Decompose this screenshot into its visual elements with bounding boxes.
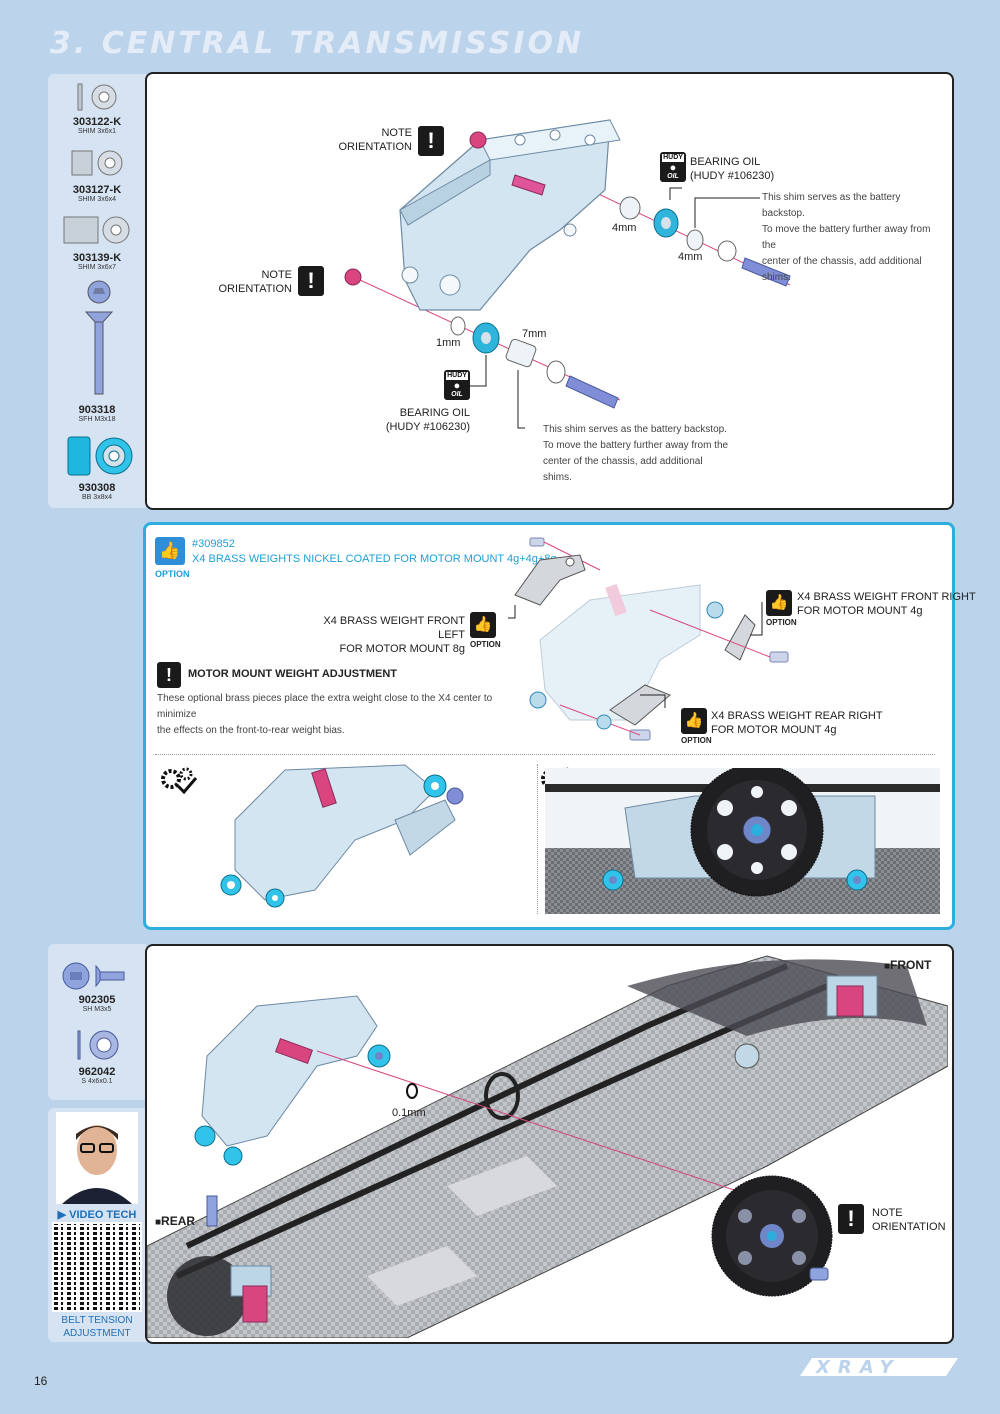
weight-front-right-label: X4 BRASS WEIGHT FRONT RIGHT FOR MOTOR MO…: [797, 591, 976, 617]
option-title: X4 BRASS WEIGHTS NICKEL COATED FOR MOTOR…: [192, 553, 557, 565]
spur-gear-assembled-image: [545, 768, 940, 914]
motor-mount-assembled-image: [205, 760, 505, 910]
warning-icon: !: [838, 1204, 864, 1234]
part-code: 303122-K: [72, 116, 122, 128]
part-desc: S 4x6x0.1: [81, 1078, 113, 1085]
note-orientation-top: NOTE ORIENTATION: [338, 127, 412, 153]
part-code: 962042: [78, 1066, 116, 1078]
option-tag: OPTION: [681, 736, 712, 745]
option-tag: OPTION: [155, 569, 190, 579]
shim-4x6x0.1-icon: [74, 1028, 124, 1062]
part-desc: SHIM 3x6x1: [77, 128, 117, 135]
shim-info-text-top: This shim serves as the battery backstop…: [762, 192, 931, 283]
front-arrow-icon: ■: [884, 961, 891, 972]
weight-adjustment-text: These optional brass pieces place the ex…: [157, 693, 493, 736]
part-code: 903318: [78, 404, 116, 416]
video-caption: BELT TENSION ADJUSTMENT: [61, 1315, 133, 1339]
part-desc: SH M3x5: [82, 1006, 112, 1013]
gear-check-icon: [160, 766, 198, 799]
part-code: 303127-K: [72, 184, 122, 196]
shim-3x6x4-icon: [70, 148, 128, 178]
part-code: 303139-K: [72, 252, 122, 264]
warning-icon: !: [298, 266, 324, 296]
hudy-oil-icon: HUDY ● OIL: [660, 152, 686, 182]
qr-code[interactable]: [52, 1222, 142, 1312]
motor-mount-exploded-diagram: [150, 80, 950, 500]
thumbs-up-icon: 👍: [681, 708, 707, 734]
option-tag: OPTION: [766, 618, 797, 627]
hudy-oil-icon: HUDY ● OIL: [444, 370, 470, 400]
part-code: 930308: [78, 482, 116, 494]
rear-label: ■REAR: [155, 1214, 196, 1228]
assembly-step-panel: [145, 72, 954, 510]
part-desc: BB 3x8x4: [82, 494, 112, 501]
warning-icon: !: [157, 662, 181, 688]
part-desc: SFH M3x18: [78, 416, 116, 423]
screw-sh-m3x5-icon: [60, 960, 130, 992]
part-desc: SHIM 3x6x4: [77, 196, 117, 203]
shim-3x6x1-icon: [74, 82, 124, 112]
bearing-oil-label-bottom: BEARING OIL (HUDY #106230): [385, 407, 470, 433]
thumbs-up-icon: 👍: [470, 612, 496, 638]
divider: [155, 754, 935, 755]
note-orientation-step2: NOTE ORIENTATION: [872, 1207, 946, 1233]
part-desc: SHIM 3x6x7: [77, 264, 117, 271]
weight-front-left-label: X4 BRASS WEIGHT FRONT LEFT FOR MOTOR MOU…: [323, 615, 465, 655]
brass-weights-exploded-diagram: [500, 530, 800, 750]
divider: [537, 764, 538, 914]
chassis-assembly-diagram: [147, 946, 948, 1338]
dimension-label: 1mm: [436, 337, 461, 349]
thumbs-up-icon: 👍: [766, 590, 792, 616]
page-title: 3. CENTRAL TRANSMISSION: [50, 26, 585, 61]
shim-3x6x7-icon: [62, 214, 134, 246]
presenter-photo: [56, 1112, 138, 1204]
thumbs-up-icon: 👍: [155, 537, 185, 565]
warning-icon: !: [418, 126, 444, 156]
dimension-label: 4mm: [612, 222, 637, 234]
rear-arrow-icon: ■: [155, 1217, 162, 1228]
ball-bearing-icon: [66, 434, 134, 478]
option-tag: OPTION: [470, 640, 501, 649]
weight-adjustment-heading: MOTOR MOUNT WEIGHT ADJUSTMENT: [188, 668, 397, 680]
weight-rear-right-label: X4 BRASS WEIGHT REAR RIGHT FOR MOTOR MOU…: [711, 710, 883, 736]
dimension-label: 7mm: [522, 328, 547, 340]
dimension-label: 0.1mm: [392, 1107, 426, 1119]
part-code: 902305: [78, 994, 116, 1006]
page-number: 16: [34, 1374, 48, 1388]
screw-sfh-m3x18-icon: [82, 280, 116, 400]
front-label: ■FRONT: [884, 958, 932, 972]
play-icon: ▶: [57, 1209, 67, 1221]
shim-info-text-bottom: This shim serves as the battery backstop…: [543, 424, 729, 483]
dimension-label: 4mm: [678, 251, 703, 263]
brand-logo: XRAY: [800, 1356, 958, 1378]
note-orientation-left: NOTE ORIENTATION: [218, 269, 292, 295]
option-part-number: #309852: [192, 538, 235, 550]
bearing-oil-label-top: BEARING OIL (HUDY #106230): [690, 156, 775, 182]
